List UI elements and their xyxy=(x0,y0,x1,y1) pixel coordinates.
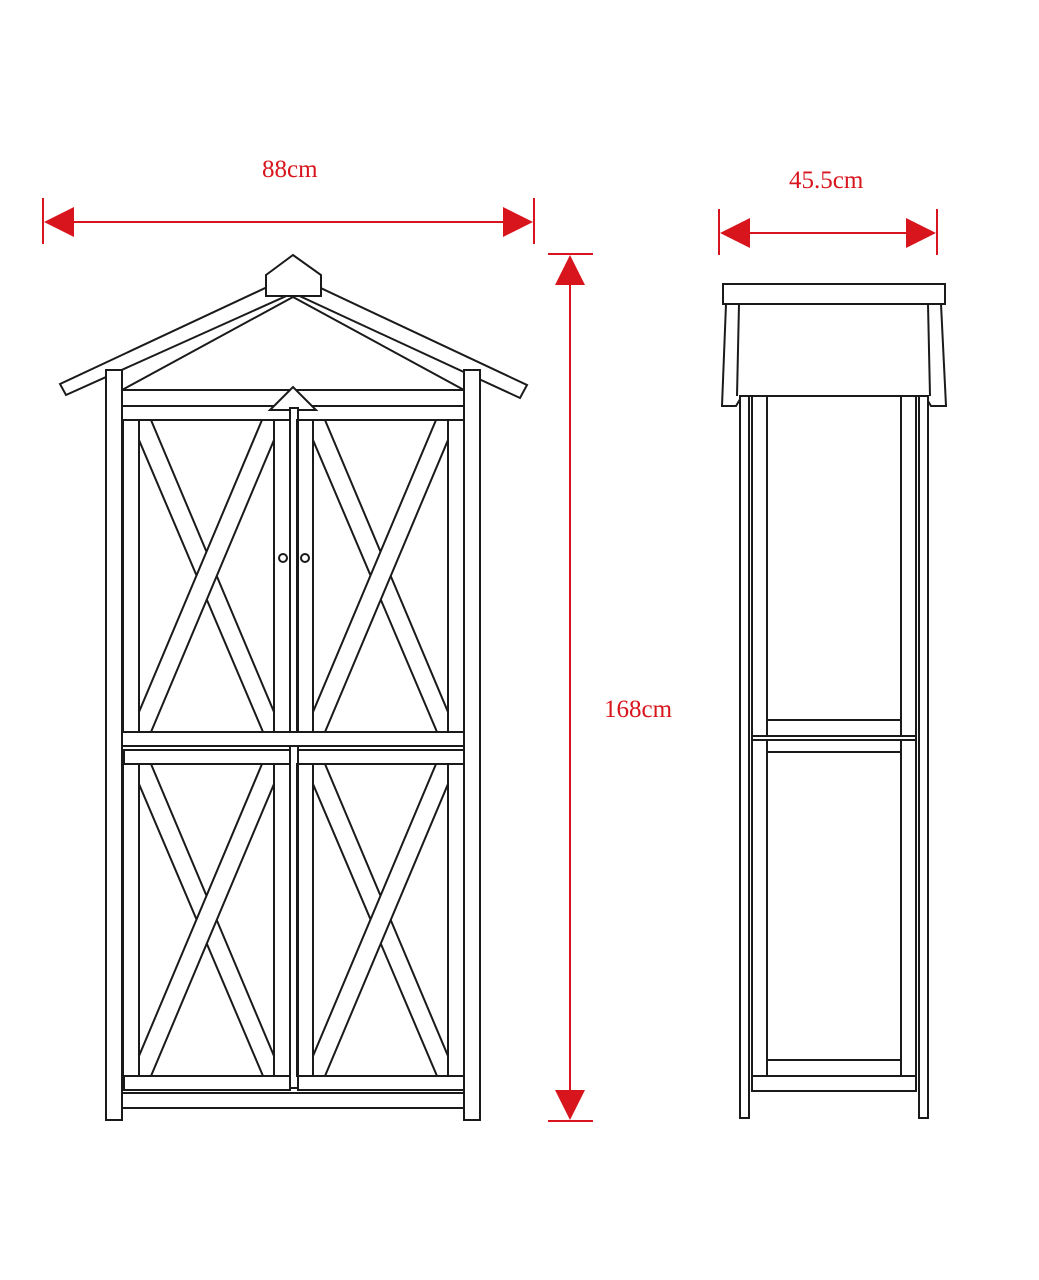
front-roof xyxy=(58,253,529,400)
front-bottom-rail-upper xyxy=(123,1075,291,1091)
depth-arrow-left xyxy=(720,218,750,248)
front-middle-rail xyxy=(121,731,465,747)
side-roof-overhang xyxy=(720,303,948,407)
front-bottom-rail xyxy=(121,1092,465,1109)
depth-dimension xyxy=(718,209,938,255)
side-middle-rail xyxy=(766,719,902,737)
side-roof-board xyxy=(722,283,946,305)
width-dimension-label: 88cm xyxy=(262,156,318,183)
door-handle-left xyxy=(278,553,288,563)
front-center-post xyxy=(289,407,299,1089)
depth-dimension-label: 45.5cm xyxy=(789,167,864,194)
depth-arrow-right xyxy=(906,218,936,248)
roof-ridge-cap xyxy=(265,253,322,297)
side-bottom-rail xyxy=(751,1075,917,1092)
door-lower-left xyxy=(122,763,291,1077)
side-post-front xyxy=(739,395,750,1119)
width-dimension xyxy=(42,198,535,244)
side-post-back xyxy=(918,395,929,1119)
front-post-right xyxy=(463,369,481,1121)
height-arrow-top xyxy=(555,255,585,285)
height-dimension-label: 168cm xyxy=(604,696,673,723)
width-arrow-right xyxy=(503,207,533,237)
front-post-left xyxy=(105,369,123,1121)
width-arrow-left xyxy=(44,207,74,237)
door-handle-right xyxy=(300,553,310,563)
height-dimension xyxy=(548,253,593,1122)
door-lower-right xyxy=(296,763,465,1077)
door-upper-right xyxy=(296,419,465,733)
front-view xyxy=(58,253,529,1121)
height-arrow-bottom xyxy=(555,1090,585,1120)
door-upper-left xyxy=(122,419,291,733)
side-bottom-rail-inner xyxy=(766,1059,902,1077)
side-view xyxy=(720,283,948,1119)
